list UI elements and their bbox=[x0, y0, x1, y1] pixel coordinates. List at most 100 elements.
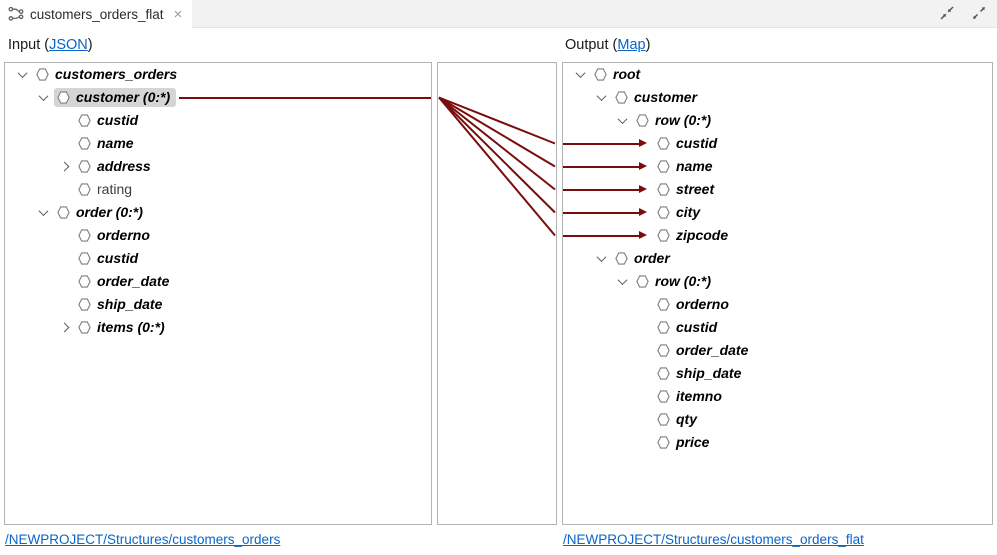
hexagon-element-icon bbox=[657, 182, 670, 196]
mapping-arrow[interactable] bbox=[563, 208, 647, 216]
chevron-right-icon[interactable] bbox=[55, 161, 73, 172]
mapping-line[interactable] bbox=[438, 96, 556, 191]
tree-node[interactable]: customers_orders bbox=[33, 65, 183, 84]
chevron-down-icon[interactable] bbox=[613, 275, 631, 286]
tree-row-street[interactable]: street bbox=[563, 178, 992, 201]
chevron-down-icon[interactable] bbox=[592, 252, 610, 263]
tree-row-customer-0[interactable]: customer (0:*) bbox=[5, 86, 431, 109]
tree-node[interactable]: order (0:*) bbox=[54, 203, 149, 222]
tree-node[interactable]: name bbox=[75, 134, 140, 153]
chevron-down-icon[interactable] bbox=[571, 68, 589, 79]
chevron-down-icon[interactable] bbox=[613, 114, 631, 125]
tree-node[interactable]: order_date bbox=[654, 341, 754, 360]
tree-row-qty[interactable]: qty bbox=[563, 408, 992, 431]
hexagon-element-icon bbox=[78, 251, 91, 265]
mapping-arrow[interactable] bbox=[563, 185, 647, 193]
tab-customers-orders-flat[interactable]: customers_orders_flat × bbox=[0, 0, 192, 28]
restore-diagonal-arrows-icon[interactable] bbox=[939, 5, 955, 21]
chevron-right-icon[interactable] bbox=[55, 322, 73, 333]
output-structure-link[interactable]: /NEWPROJECT/Structures/customers_orders_… bbox=[563, 532, 864, 547]
arrowhead-icon bbox=[639, 162, 647, 170]
tree-node[interactable]: orderno bbox=[75, 226, 156, 245]
mapping-line[interactable] bbox=[438, 96, 556, 145]
mapping-line[interactable] bbox=[438, 96, 556, 168]
tree-row-ship-date[interactable]: ship_date bbox=[563, 362, 992, 385]
maximize-diagonal-arrows-icon[interactable] bbox=[971, 5, 987, 21]
tree-row-custid[interactable]: custid bbox=[5, 247, 431, 270]
tree-node[interactable]: custid bbox=[654, 134, 723, 153]
tree-node[interactable]: row (0:*) bbox=[633, 272, 717, 291]
input-tree-panel[interactable]: customers_orders customer (0:*) custid name… bbox=[4, 62, 432, 525]
tree-node[interactable]: items (0:*) bbox=[75, 318, 171, 337]
tree-node[interactable]: zipcode bbox=[654, 226, 734, 245]
tree-node[interactable]: order_date bbox=[75, 272, 175, 291]
tree-node[interactable]: name bbox=[654, 157, 719, 176]
close-icon[interactable]: × bbox=[173, 5, 183, 23]
tree-row-itemno[interactable]: itemno bbox=[563, 385, 992, 408]
json-format-link[interactable]: JSON bbox=[49, 37, 88, 53]
tree-node[interactable]: customer bbox=[612, 88, 703, 107]
selected-tree-node[interactable]: customer (0:*) bbox=[54, 88, 177, 107]
tree-row-custid[interactable]: custid bbox=[563, 132, 992, 155]
tree-row-items-0[interactable]: items (0:*) bbox=[5, 316, 431, 339]
tree-row-customer[interactable]: customer bbox=[563, 86, 992, 109]
tree-node[interactable]: order bbox=[612, 249, 676, 268]
output-tree-panel[interactable]: root customer row (0:*) custid name street cit… bbox=[562, 62, 993, 525]
tree-row-city[interactable]: city bbox=[563, 201, 992, 224]
tree-node[interactable]: address bbox=[75, 157, 157, 176]
tree-node[interactable]: custid bbox=[75, 111, 144, 130]
hexagon-element-icon bbox=[615, 251, 628, 265]
tree-node[interactable]: ship_date bbox=[654, 364, 747, 383]
chevron-down-icon[interactable] bbox=[34, 91, 52, 102]
mapping-source-line[interactable] bbox=[179, 96, 431, 99]
tree-row-custid[interactable]: custid bbox=[563, 316, 992, 339]
tree-row-name[interactable]: name bbox=[563, 155, 992, 178]
chevron-down-icon[interactable] bbox=[13, 68, 31, 79]
mapping-arrow[interactable] bbox=[563, 231, 647, 239]
tree-node[interactable]: street bbox=[654, 180, 720, 199]
tree-node[interactable]: ship_date bbox=[75, 295, 168, 314]
tree-node[interactable]: qty bbox=[654, 410, 703, 429]
tree-row-order[interactable]: order bbox=[563, 247, 992, 270]
tree-node[interactable]: root bbox=[591, 65, 646, 84]
tree-row-orderno[interactable]: orderno bbox=[5, 224, 431, 247]
mapping-arrow[interactable] bbox=[563, 162, 647, 170]
tree-node[interactable]: orderno bbox=[654, 295, 735, 314]
window-controls bbox=[939, 5, 987, 21]
tree-node[interactable]: city bbox=[654, 203, 706, 222]
tree-row-zipcode[interactable]: zipcode bbox=[563, 224, 992, 247]
tree-node[interactable]: price bbox=[654, 433, 715, 452]
tree-row-address[interactable]: address bbox=[5, 155, 431, 178]
tree-node[interactable]: custid bbox=[75, 249, 144, 268]
tree-row-row-0[interactable]: row (0:*) bbox=[563, 270, 992, 293]
mapping-line[interactable] bbox=[438, 96, 556, 214]
tree-node-label: ship_date bbox=[676, 365, 742, 381]
hexagon-element-icon bbox=[657, 389, 670, 403]
tree-row-orderno[interactable]: orderno bbox=[563, 293, 992, 316]
tree-row-order-date[interactable]: order_date bbox=[563, 339, 992, 362]
mapping-arrow[interactable] bbox=[563, 139, 647, 147]
chevron-down-icon[interactable] bbox=[592, 91, 610, 102]
chevron-down-icon[interactable] bbox=[34, 206, 52, 217]
tree-row-root[interactable]: root bbox=[563, 63, 992, 86]
tree-row-row-0[interactable]: row (0:*) bbox=[563, 109, 992, 132]
tree-row-order-0[interactable]: order (0:*) bbox=[5, 201, 431, 224]
tree-node[interactable]: itemno bbox=[654, 387, 728, 406]
tree-node[interactable]: rating bbox=[75, 180, 138, 199]
tree-row-order-date[interactable]: order_date bbox=[5, 270, 431, 293]
tree-row-rating[interactable]: rating bbox=[5, 178, 431, 201]
input-structure-link[interactable]: /NEWPROJECT/Structures/customers_orders bbox=[5, 532, 281, 547]
tree-node[interactable]: custid bbox=[654, 318, 723, 337]
indent-spacer bbox=[5, 74, 13, 75]
mapping-line[interactable] bbox=[438, 96, 556, 237]
tree-row-customers-orders[interactable]: customers_orders bbox=[5, 63, 431, 86]
tree-row-name[interactable]: name bbox=[5, 132, 431, 155]
tree-row-price[interactable]: price bbox=[563, 431, 992, 454]
mapping-canvas[interactable] bbox=[437, 62, 557, 525]
hexagon-element-icon bbox=[594, 67, 607, 81]
tree-row-ship-date[interactable]: ship_date bbox=[5, 293, 431, 316]
map-format-link[interactable]: Map bbox=[617, 37, 646, 53]
tree-row-custid[interactable]: custid bbox=[5, 109, 431, 132]
tree-node[interactable]: row (0:*) bbox=[633, 111, 717, 130]
tree-node-label: rating bbox=[97, 181, 133, 197]
